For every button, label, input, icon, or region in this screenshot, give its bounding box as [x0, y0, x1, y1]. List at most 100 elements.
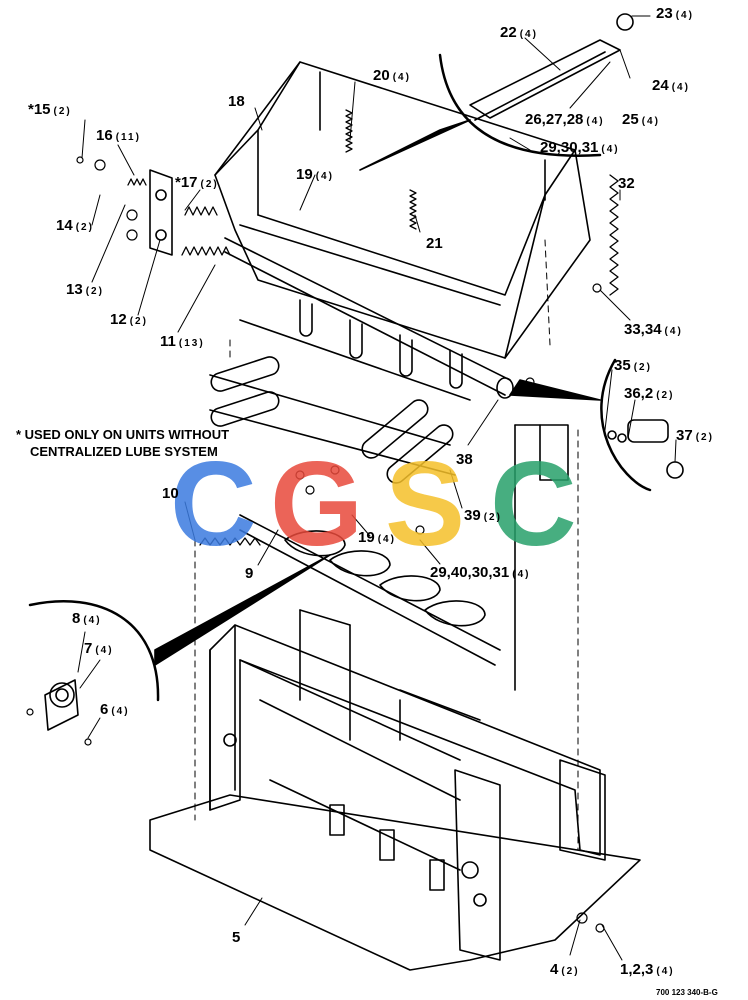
- callout-number: 37: [676, 427, 693, 444]
- callout-number: 7: [84, 640, 93, 657]
- right-side-plate: [514, 424, 569, 691]
- callout-number: 4: [550, 961, 559, 978]
- callout-c1: 1,2,3(4): [620, 962, 675, 977]
- callout-c16: 16(11): [96, 128, 141, 143]
- callout-number: 10: [162, 485, 179, 502]
- callout-quantity: (2): [85, 286, 104, 297]
- watermark-letter-c: C: [170, 437, 257, 571]
- watermark: C G S C: [170, 437, 577, 571]
- callout-number: 14: [56, 217, 73, 234]
- callout-quantity: (4): [95, 645, 114, 656]
- pointer-wedge-right: [509, 379, 601, 401]
- callout-number: 23: [656, 5, 673, 22]
- callout-quantity: (4): [586, 116, 605, 127]
- callout-number: 21: [426, 235, 443, 252]
- callout-number: 25: [622, 111, 639, 128]
- spring-bracket: [149, 169, 173, 256]
- callout-number: 13: [66, 281, 83, 298]
- callout-c15: *15(2): [28, 102, 72, 117]
- callout-quantity: (4): [656, 966, 675, 977]
- callout-quantity: (2): [53, 106, 72, 117]
- watermark-letter-g: G: [270, 437, 363, 571]
- callout-quantity: (4): [111, 706, 130, 717]
- callout-c6: 6(4): [100, 702, 130, 717]
- callout-number: 39: [464, 507, 481, 524]
- callout-quantity: (2): [75, 222, 94, 233]
- bracket-bar-detail: [469, 13, 634, 121]
- callout-quantity: (4): [641, 116, 660, 127]
- detail-arc-top: [438, 53, 602, 157]
- callout-number: *15: [28, 101, 51, 118]
- springs: [127, 109, 619, 546]
- usage-note: * USED ONLY ON UNITS WITHOUT CENTRALIZED…: [16, 426, 229, 460]
- callout-c19b: 19(4): [358, 530, 396, 545]
- lower-rotor: [239, 514, 501, 666]
- pointer-wedge-left: [154, 554, 331, 666]
- callout-quantity: (4): [315, 171, 334, 182]
- callout-c11: 11(13): [160, 334, 205, 349]
- callout-quantity: (4): [671, 82, 690, 93]
- callout-number: 19: [358, 529, 375, 546]
- callout-number: 36,2: [624, 385, 654, 402]
- callout-quantity: (4): [664, 326, 683, 337]
- callout-c9: 9: [245, 566, 253, 581]
- callout-c12: 12(2): [110, 312, 148, 327]
- callout-quantity: (4): [392, 72, 411, 83]
- callout-number: 26,27,28: [525, 111, 584, 128]
- callout-c8: 8(4): [72, 611, 102, 626]
- usage-note-line-2: CENTRALIZED LUBE SYSTEM: [30, 444, 218, 459]
- callout-number: 18: [228, 93, 245, 110]
- callout-number: 22: [500, 24, 517, 41]
- callout-c20: 20(4): [373, 68, 411, 83]
- callout-c29b: 29,40,30,31(4): [430, 565, 530, 580]
- callout-c33: 33,34(4): [624, 322, 683, 337]
- callout-number: 5: [232, 929, 241, 946]
- main-frame: [149, 609, 641, 971]
- callout-number: 29,30,31: [540, 139, 599, 156]
- callout-quantity: (4): [675, 10, 694, 21]
- drawing-code: 700 123 340-B-G: [656, 988, 718, 997]
- callout-quantity: (2): [200, 179, 219, 190]
- callout-c7: 7(4): [84, 641, 114, 656]
- callout-c29a: 29,30,31(4): [540, 140, 620, 155]
- callout-c35: 35(2): [614, 358, 652, 373]
- callout-c36: 36,2(2): [624, 386, 674, 401]
- callout-quantity: (2): [633, 362, 652, 373]
- callout-quantity: (2): [656, 390, 675, 401]
- callout-number: 24: [652, 77, 669, 94]
- callout-c13: 13(2): [66, 282, 104, 297]
- callout-c32: 32: [618, 176, 635, 191]
- callout-c37: 37(2): [676, 428, 714, 443]
- callout-c14: 14(2): [56, 218, 94, 233]
- callout-quantity: (2): [129, 316, 148, 327]
- side-plate-detail: [607, 419, 684, 479]
- callout-c21: 21: [426, 236, 443, 251]
- callout-number: 29,40,30,31: [430, 564, 510, 581]
- callout-c25: 25(4): [622, 112, 660, 127]
- callout-quantity: (4): [377, 534, 396, 545]
- detail-arc-left: [28, 600, 160, 702]
- callout-c10: 10: [162, 486, 179, 501]
- callout-quantity: (2): [695, 432, 714, 443]
- hardware: [26, 156, 605, 933]
- callout-number: 19: [296, 166, 313, 183]
- callout-quantity: (4): [519, 29, 538, 40]
- callout-quantity: (11): [115, 132, 141, 143]
- callout-number: 20: [373, 67, 390, 84]
- callout-quantity: (13): [178, 338, 205, 349]
- callout-number: 8: [72, 610, 81, 627]
- callout-quantity: (4): [83, 615, 102, 626]
- callout-c22: 22(4): [500, 25, 538, 40]
- upper-hopper: [214, 61, 591, 359]
- callout-c5: 5: [232, 930, 240, 945]
- callout-number: 33,34: [624, 321, 662, 338]
- upper-shaft: [224, 237, 514, 399]
- watermark-letter-s: S: [385, 437, 465, 571]
- callout-quantity: (2): [483, 512, 502, 523]
- callout-c19a: 19(4): [296, 167, 334, 182]
- callout-c26: 26,27,28(4): [525, 112, 605, 127]
- link-assembly: [209, 319, 471, 484]
- callout-c17: *17(2): [175, 175, 219, 190]
- callout-quantity: (4): [512, 569, 531, 580]
